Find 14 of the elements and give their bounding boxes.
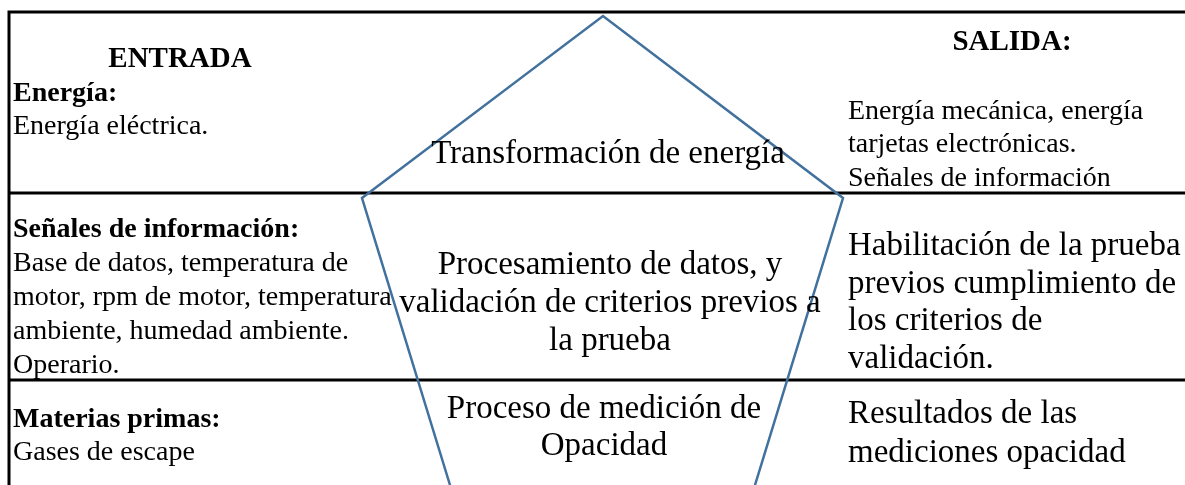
process-text: Transformación de energía bbox=[430, 134, 786, 171]
cell-text: Habilitación de la prueba previos cumplimiento de los criterios de validación. bbox=[848, 226, 1182, 376]
row-heading: Señales de información: bbox=[13, 211, 301, 245]
row-heading: Energía: bbox=[13, 75, 119, 109]
cell-text: Resultados de las mediciones opacidad bbox=[848, 393, 1127, 471]
process-text: Proceso de medición de Opacidad bbox=[445, 389, 763, 463]
row-heading: Materias primas: bbox=[13, 401, 222, 435]
cell-text: Energía mecánica, energía tarjetas electrónicas. bbox=[848, 93, 1145, 159]
column-heading: ENTRADA bbox=[107, 40, 253, 74]
column-heading: SALIDA: bbox=[951, 23, 1073, 57]
cell-text: Señales de información bbox=[848, 160, 1112, 193]
cell-text: Base de datos, temperatura de motor, rpm de motor, temperatura ambiente, humedad ambiente. Operario. bbox=[13, 245, 393, 381]
cell-text: Gases de escape bbox=[13, 434, 196, 468]
cell-text: Energía eléctrica. bbox=[13, 108, 210, 142]
